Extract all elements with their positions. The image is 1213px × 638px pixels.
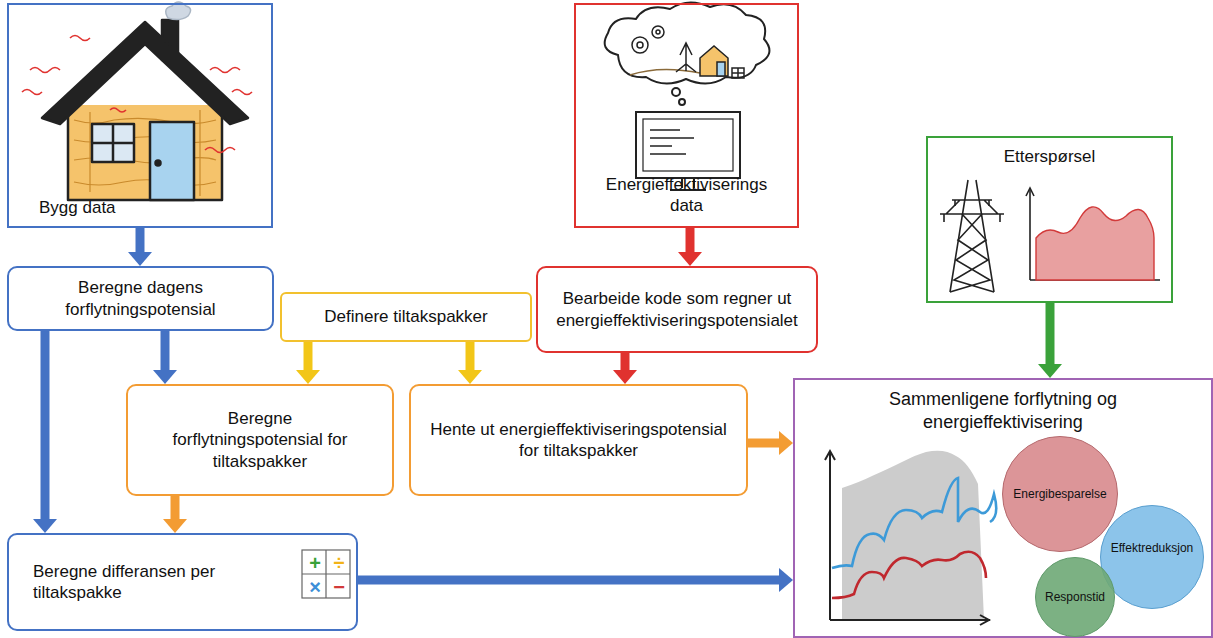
- process-box: Beregne differansen per tiltakspakke: [7, 533, 358, 631]
- process-box: Beregne forflytningspotensial for tiltak…: [126, 384, 394, 496]
- node-text: Etterspørsel: [1004, 146, 1096, 167]
- process-box: Definere tiltakspakker: [280, 292, 532, 342]
- node-text: Energieffektiviserings data: [592, 174, 782, 217]
- venn-circle: Energibesparelse: [1002, 436, 1118, 552]
- node-text: Responstid: [1045, 590, 1105, 605]
- process-box: Beregne dagens forflytningspotensial: [7, 266, 274, 331]
- flow-arrow: [163, 496, 187, 533]
- flow-arrow: [458, 342, 482, 384]
- node-text: Bygg data: [39, 197, 116, 218]
- node-text: Beregne forflytningspotensial for tiltak…: [155, 408, 365, 472]
- calculator-symbol: ×: [304, 576, 326, 598]
- calculator-symbol: −: [328, 576, 350, 598]
- process-box: Bearbeide kode som regner ut energieffek…: [536, 266, 818, 353]
- process-box: Hente ut energieffektiviseringspotensial…: [409, 384, 748, 496]
- node-text: Energibesparelse: [1013, 487, 1106, 502]
- flow-arrow: [1038, 303, 1062, 378]
- flow-arrow: [358, 568, 793, 592]
- venn-circle: Effektreduksjon: [1100, 505, 1204, 609]
- node-text: Definere tiltakspakker: [324, 306, 487, 327]
- node-text: Hente ut energieffektiviseringspotensial…: [421, 419, 736, 462]
- node-text: Bearbeide kode som regner ut energieffek…: [546, 288, 808, 331]
- comparison-chart-illustration: [825, 451, 996, 625]
- calculator-symbol: +: [304, 552, 326, 574]
- result-panel: Sammenligene forflytning og energieffekt…: [793, 378, 1213, 638]
- flow-arrow: [613, 353, 637, 384]
- flow-arrow: [748, 431, 793, 455]
- flow-arrow: [153, 331, 177, 384]
- calculator-icon: [302, 550, 350, 598]
- flow-arrow: [128, 228, 152, 266]
- demand-box: Etterspørsel: [926, 136, 1173, 303]
- pylon-illustration: [940, 180, 1004, 292]
- node-text: Beregne differansen per tiltakspakke: [33, 561, 263, 604]
- calculator-symbol: ÷: [328, 552, 350, 574]
- venn-circle: Responstid: [1035, 557, 1115, 637]
- demand-chart-illustration: [1026, 188, 1160, 280]
- house-illustration: [22, 2, 252, 200]
- node-text: Beregne dagens forflytningspotensial: [26, 277, 256, 320]
- node-text: Effektreduksjon: [1111, 541, 1194, 556]
- flow-arrow: [678, 228, 702, 266]
- computer-illustration: [605, 2, 770, 190]
- flow-arrow: [296, 342, 320, 384]
- flow-arrow: [33, 331, 57, 533]
- data-source-box: Bygg data: [7, 3, 273, 228]
- node-text: Sammenligene forflytning og energieffekt…: [833, 388, 1173, 433]
- data-source-box: Energieffektiviserings data: [574, 3, 799, 228]
